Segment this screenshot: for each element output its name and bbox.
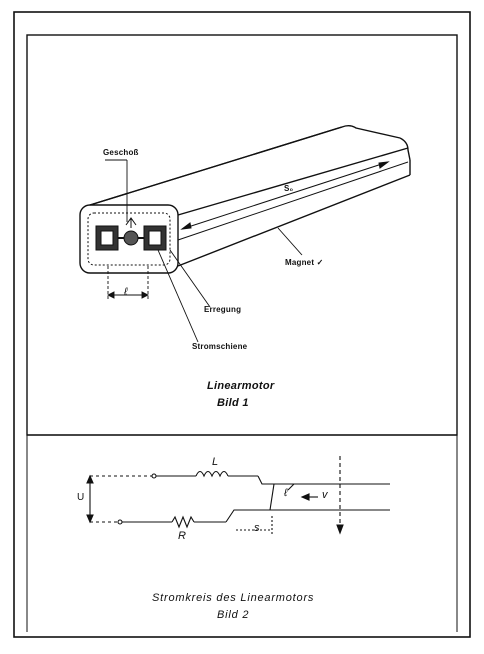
label-v: v <box>322 489 328 501</box>
caption-bild1-title: Linearmotor <box>207 380 275 392</box>
linear-motor-body <box>79 125 411 274</box>
ell-dimension-fig1 <box>106 266 150 300</box>
label-U: U <box>77 492 85 503</box>
label-ell-fig2: ℓ <box>284 487 288 499</box>
label-stromschiene: Stromschiene <box>192 342 248 351</box>
caption-bild2-title: Stromkreis des Linearmotors <box>152 592 315 604</box>
cross-section <box>87 212 171 266</box>
caption-bild1-number: Bild 1 <box>217 397 249 409</box>
s0-dimension-arrow <box>180 161 390 230</box>
label-s: s <box>254 522 260 534</box>
label-ell-fig1: ℓ <box>124 286 128 298</box>
label-R: R <box>178 530 186 542</box>
label-erregung: Erregung <box>204 305 242 314</box>
label-s0: S₀ <box>284 184 294 193</box>
leader-lines <box>105 159 303 343</box>
caption-bild2-number: Bild 2 <box>217 609 250 621</box>
circuit <box>86 456 390 536</box>
figure1-frame <box>26 34 458 436</box>
outer-frame <box>13 11 471 638</box>
label-geschoss: Geschoß <box>103 148 139 157</box>
label-magnet: Magnet ✓ <box>285 258 324 267</box>
label-L: L <box>212 456 219 468</box>
